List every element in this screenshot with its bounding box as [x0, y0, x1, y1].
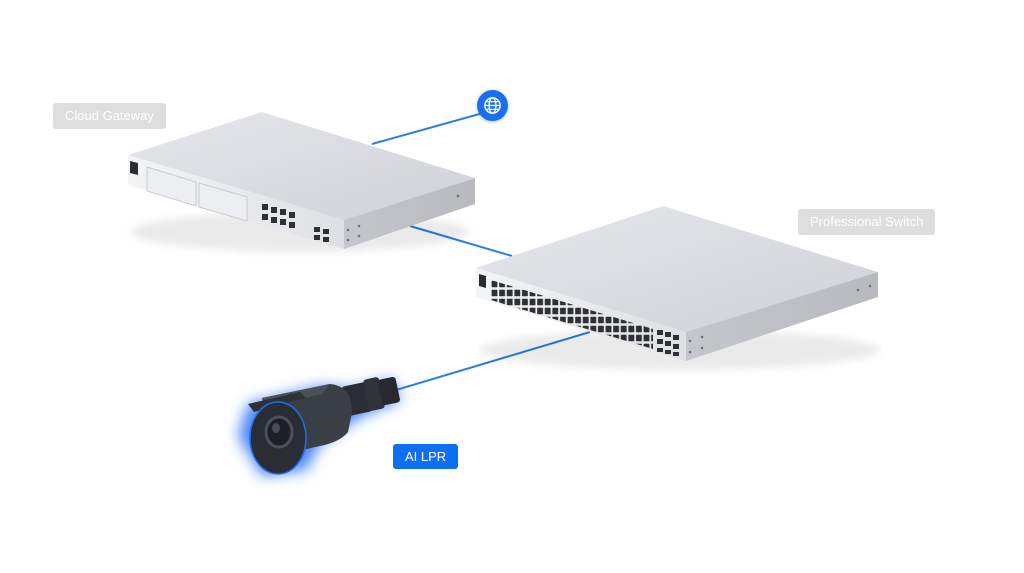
professional-switch-label: Professional Switch — [798, 209, 936, 235]
switch-port-array — [491, 280, 653, 349]
ai-lpr-camera — [238, 376, 400, 476]
cloud-gateway-label: Cloud Gateway — [53, 103, 166, 129]
gateway-side — [344, 178, 475, 249]
switch-sfp-ports — [657, 330, 679, 356]
cloud-gateway-device — [128, 112, 475, 252]
switch-side — [686, 272, 878, 361]
switch-top — [476, 206, 878, 332]
professional-switch-device — [476, 206, 880, 370]
gateway-top — [128, 112, 475, 220]
gateway-power-switch — [130, 161, 138, 175]
globe-icon — [484, 97, 501, 114]
internet-node[interactable] — [477, 90, 508, 121]
gateway-ports — [262, 204, 329, 242]
switch-power-switch — [479, 274, 486, 288]
camera-lens — [264, 415, 294, 449]
gateway-drive-bay-1 — [146, 166, 197, 207]
ai-lpr-label: AI LPR — [393, 444, 459, 469]
link-gateway-internet — [371, 112, 484, 145]
gateway-drive-bay-2 — [198, 182, 248, 222]
